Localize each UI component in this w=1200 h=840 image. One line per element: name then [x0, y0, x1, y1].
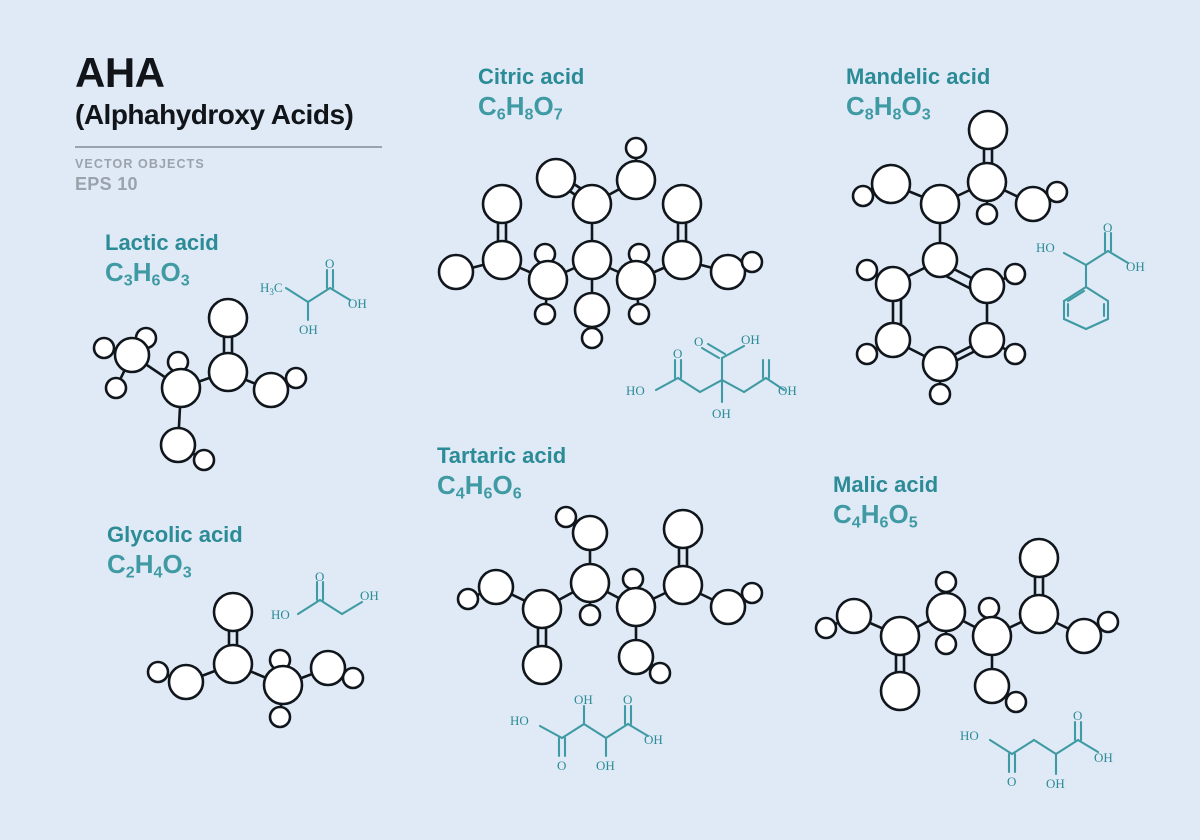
molecule-heading-glycolic: Glycolic acid C2H4O3	[107, 522, 243, 583]
skeletal-label-o-bottom: O	[557, 758, 566, 773]
ball-stick-model-glycolic	[138, 591, 373, 729]
molecule-formula-tartaric: C4H6O6	[437, 469, 522, 503]
ball-stick-model-tartaric	[450, 503, 770, 703]
molecule-heading-mandelic: Mandelic acid C8H8O3	[846, 64, 990, 125]
molecule-formula-malic: C4H6O5	[833, 498, 918, 532]
skeletal-label-ho: HO	[960, 728, 979, 743]
skeletal-label-oh-right: OH	[1094, 750, 1113, 765]
skeletal-label-o: O	[315, 569, 324, 584]
skeletal-label-oh-bottom: OH	[596, 758, 615, 773]
molecule-formula-glycolic: C2H4O3	[107, 548, 192, 582]
atom-group	[814, 537, 1120, 714]
atom-group	[456, 505, 764, 686]
ball-stick-model-mandelic	[845, 109, 1069, 406]
molecule-heading-malic: Malic acid C4H6O5	[833, 472, 938, 533]
molecule-formula-citric: C6H8O7	[478, 90, 563, 124]
skeletal-formula-lactic: H3C O OH OH	[258, 256, 368, 340]
ball-stick-model-malic	[808, 536, 1128, 726]
skeletal-formula-mandelic: HO O OH	[1028, 220, 1178, 331]
skeletal-label-o: O	[1103, 220, 1112, 235]
skeletal-label-ho: HO	[510, 713, 529, 728]
skeletal-label-h3c: H3C	[260, 280, 283, 297]
skeletal-label-ho: HO	[271, 607, 290, 622]
molecule-name-citric: Citric acid	[478, 64, 585, 89]
skeletal-label-o-left: O	[673, 346, 682, 361]
molecule-name-lactic: Lactic acid	[105, 230, 219, 255]
atom-group	[146, 591, 365, 729]
skeletal-formula-tartaric: HO O OH OH O OH	[508, 682, 663, 778]
skeletal-label-ho: HO	[626, 383, 645, 398]
ball-stick-model-lactic	[86, 297, 336, 495]
skeletal-label-o-top: O	[1073, 708, 1082, 723]
molecule-heading-citric: Citric acid C6H8O7	[478, 64, 584, 125]
skeletal-label-oh-bottom: OH	[712, 406, 731, 421]
skeletal-formula-malic: HO O O OH OH	[952, 702, 1113, 794]
title-block: AHA (Alphahydroxy Acids) VECTOR OBJECTS …	[75, 49, 395, 195]
molecule-formula-mandelic: C8H8O3	[846, 90, 931, 124]
molecule-name-malic: Malic acid	[833, 472, 939, 497]
skeletal-label-o-mid: O	[694, 334, 703, 349]
skeletal-label-oh-bottom: OH	[299, 322, 318, 337]
skeletal-label-oh: OH	[360, 588, 379, 603]
skeletal-label-oh-right: OH	[348, 296, 367, 311]
skeletal-formula-citric: HO O O OH OH OH	[626, 332, 797, 432]
atom-group	[851, 109, 1069, 406]
skeletal-label-o: O	[325, 256, 334, 271]
vector-objects-label: VECTOR OBJECTS	[75, 156, 205, 171]
molecule-name-mandelic: Mandelic acid	[846, 64, 991, 89]
atom-group	[437, 136, 764, 350]
page-title: AHA	[75, 49, 165, 96]
molecule-heading-lactic: Lactic acid C3H6O3	[105, 230, 219, 291]
skeletal-label-o-top: O	[623, 692, 632, 707]
skeletal-formula-glycolic: HO O OH	[268, 569, 383, 634]
eps-version-label: EPS 10	[75, 173, 138, 194]
title-divider	[75, 145, 382, 148]
molecule-heading-tartaric: Tartaric acid C4H6O6	[437, 443, 566, 504]
skeletal-label-oh-right: OH	[778, 383, 797, 398]
ball-stick-model-citric	[437, 132, 770, 350]
atom-group	[92, 297, 308, 472]
skeletal-label-oh-top: OH	[741, 332, 760, 347]
skeletal-label-ho: HO	[1036, 240, 1055, 255]
skeletal-label-oh: OH	[1126, 259, 1145, 274]
molecule-formula-lactic: C3H6O3	[105, 256, 190, 290]
molecule-name-tartaric: Tartaric acid	[437, 443, 567, 468]
skeletal-label-oh-right: OH	[644, 732, 663, 747]
molecule-name-glycolic: Glycolic acid	[107, 522, 243, 547]
skeletal-label-o-bottom: O	[1007, 774, 1016, 789]
skeletal-label-oh-bottom: OH	[1046, 776, 1065, 791]
skeletal-label-oh-top: OH	[574, 692, 593, 707]
page-subtitle: (Alphahydroxy Acids)	[75, 98, 354, 130]
